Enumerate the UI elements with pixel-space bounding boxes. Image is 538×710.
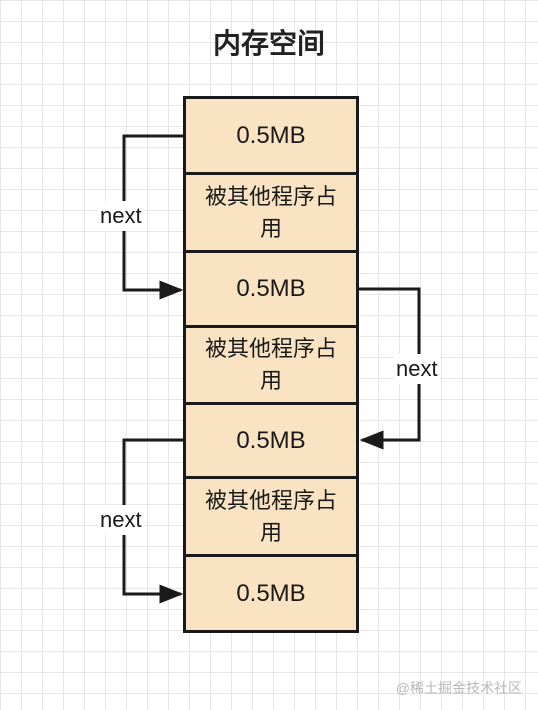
next-label-3: next xyxy=(98,505,144,535)
diagram-title: 内存空间 xyxy=(212,28,325,59)
occupied-block-1: 被其他程序占用 xyxy=(183,172,359,253)
memory-block-3: 0.5MB xyxy=(183,402,359,479)
memory-block-1: 0.5MB xyxy=(183,96,359,175)
next-label-2: next xyxy=(394,354,440,384)
memory-block-4: 0.5MB xyxy=(183,554,359,633)
next-label-1: next xyxy=(98,201,144,231)
watermark: @稀土掘金技术社区 xyxy=(395,680,522,696)
